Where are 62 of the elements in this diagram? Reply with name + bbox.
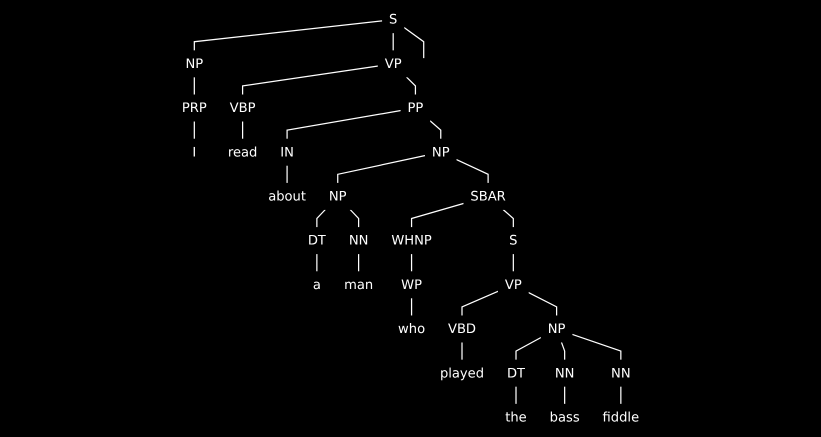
connector [286, 110, 402, 140]
node-text: read [228, 144, 258, 160]
connector [286, 165, 288, 184]
connector [337, 154, 426, 184]
connector [528, 292, 558, 316]
connector [358, 254, 360, 272]
connector [350, 209, 360, 228]
connector [572, 334, 622, 360]
node-text: PRP [182, 100, 207, 116]
connector [404, 26, 424, 58]
node-text: S [389, 11, 398, 28]
connector [429, 120, 442, 140]
connector [461, 290, 499, 316]
connector [392, 32, 394, 51]
connector [406, 76, 416, 95]
node-text: NN [611, 364, 631, 381]
connector [515, 336, 542, 360]
node-text: WP [401, 276, 422, 292]
connector [194, 121, 195, 140]
node-text: VP [384, 56, 402, 72]
node-text: about [268, 188, 306, 204]
node-text: VBP [230, 100, 256, 116]
connector [194, 20, 383, 51]
node-text: fiddle [602, 409, 640, 425]
connector [512, 254, 514, 272]
node-text: man [344, 276, 374, 292]
connector [242, 65, 378, 95]
node-text: IN [280, 144, 294, 160]
node-text: a [312, 276, 321, 292]
node-text: DT [506, 364, 526, 381]
connector [461, 342, 463, 360]
connector [410, 254, 412, 272]
connector [316, 209, 326, 228]
node-text: NN [554, 364, 574, 381]
node-text: SBAR [470, 188, 506, 204]
node-text: I [192, 144, 196, 160]
connector [502, 209, 514, 228]
connector [410, 202, 464, 228]
connector [194, 76, 195, 95]
connector [456, 158, 489, 184]
node-text: DT [308, 232, 326, 248]
node-text: NP [185, 56, 204, 72]
node-text: NP [328, 188, 347, 204]
node-text: bass [550, 409, 580, 425]
node-text: who [398, 320, 426, 336]
connector [620, 386, 622, 404]
connector [410, 298, 412, 316]
connector [242, 121, 244, 140]
node-text: WHNP [391, 232, 432, 248]
node-text: VP [504, 276, 522, 292]
connector [560, 342, 566, 360]
connector [564, 386, 566, 404]
node-text: the [505, 409, 527, 425]
node-text: NP [432, 144, 450, 160]
connector [316, 254, 318, 272]
node-text: VBD [448, 320, 476, 336]
node-text: NN [348, 232, 368, 248]
connector [515, 386, 517, 404]
node-text: PP [408, 100, 424, 116]
node-text: NP [548, 320, 566, 336]
node-text: S [509, 232, 518, 248]
node-text: played [440, 364, 484, 381]
